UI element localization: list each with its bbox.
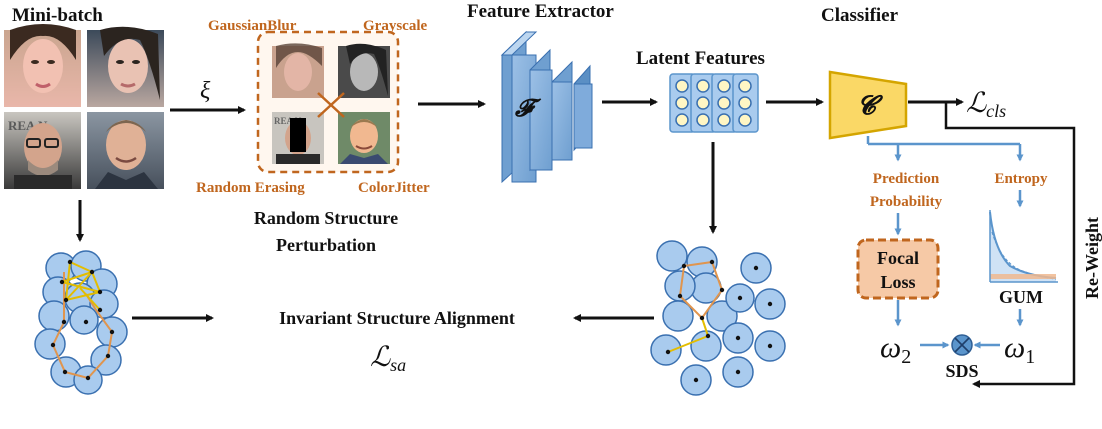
focal-label-line1: Focal [877,248,919,268]
gum-label: GUM [999,287,1043,307]
input-structure-graph [34,250,128,395]
face-image-3: REA N [4,112,81,189]
gum-distribution-plot [986,210,1058,283]
focal-loss-box: Focal Loss [856,238,940,300]
extractor-layer-2 [529,48,553,172]
grayscale-label: Grayscale [363,18,427,34]
perturbation-label-line1: Random Structure [254,208,398,228]
loss-sa-symbol: ℒsa [370,342,406,375]
latent-features-title: Latent Features [636,48,765,69]
omega1-symbol: ω1 [1004,331,1035,368]
svg-text:REA N: REA N [274,116,302,126]
latent-feature-grid [669,73,759,133]
mini-batch-title: Mini-batch [12,5,103,26]
grayscale-face-thumbnail [338,43,390,98]
extractor-layer-4 [573,64,593,152]
reweight-feedback-line [944,102,1076,386]
input-graph-gold-edges [61,261,101,311]
face-image-1 [4,24,81,107]
latent-graph-dots [665,259,773,383]
entropy-label: Entropy [994,171,1048,187]
sds-label: SDS [945,361,978,381]
augmentation-panel: REA N [256,30,400,174]
xi-symbol: ξ [200,78,211,104]
extractor-layer-3 [551,60,573,162]
feature-extractor-title: Feature Extractor [467,1,614,22]
classifier-title: Classifier [821,5,899,26]
random-erasing-label: Random Erasing [196,180,305,196]
blurred-face-thumbnail [272,43,324,98]
mini-batch-images: REA N [4,24,164,189]
focal-label-line2: Loss [880,272,915,292]
latent-structure-graph [650,240,786,396]
input-graph-nodes [34,250,128,395]
input-graph-dots [50,259,115,381]
latent-graph-nodes [650,240,786,396]
alignment-label: Invariant Structure Alignment [279,308,515,328]
omega2-symbol: ω2 [880,331,911,368]
face-image-2 [87,26,164,107]
erased-face-thumbnail: REA N [272,112,324,164]
color-jitter-label: ColorJitter [358,180,430,196]
perturbation-label-line2: Perturbation [276,235,376,255]
classifier-branches [866,136,1024,162]
prediction-label-line2: Probability [870,194,943,210]
prediction-label-line1: Prediction [873,171,940,187]
reweight-label: Re-Weight [1082,217,1102,299]
cross-line-b [317,92,345,118]
gaussian-blur-label: GaussianBlur [208,18,297,34]
jittered-face-thumbnail [338,112,390,164]
otimes-node [951,334,973,356]
feature-extractor-block: 𝓕 [500,30,593,184]
classifier-block: 𝓒 [828,70,908,140]
loss-cls-symbol: ℒcls [966,88,1006,121]
face-image-4 [87,112,164,189]
